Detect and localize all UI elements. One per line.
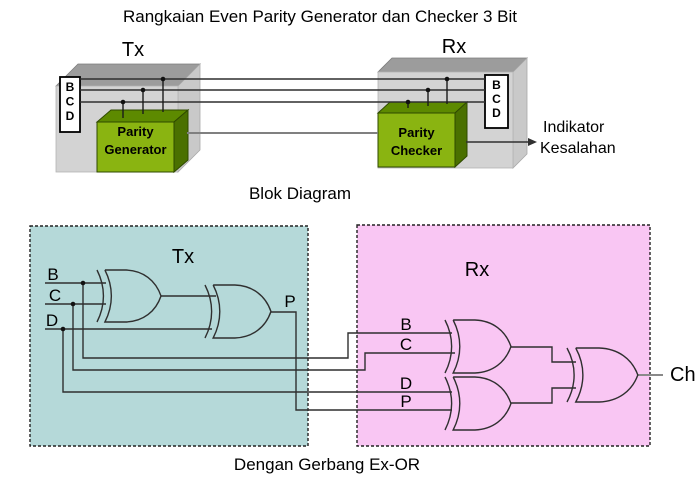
error-arrow-head <box>528 138 537 146</box>
rx-block-label: Rx <box>442 36 466 58</box>
bus-lines <box>80 78 485 103</box>
tx-input-b-label: B <box>47 265 58 284</box>
parity-generator-front-face <box>96 121 175 173</box>
wire-p-to-rx <box>271 311 452 411</box>
junction-dot <box>140 87 146 93</box>
rx-wires <box>511 346 576 404</box>
parity-checker-box: Parity Checker <box>376 100 469 169</box>
tx-tap-dots <box>120 76 166 105</box>
rx-bcd-letter-c: C <box>492 92 501 106</box>
parity-checker-top-face <box>376 101 469 114</box>
parity-generator-label-1: Parity <box>117 124 154 139</box>
parity-checker-side-face <box>454 100 468 169</box>
rx-panel-label: Rx <box>465 259 489 281</box>
wire-xorB-to-xorC <box>511 387 576 404</box>
junction-dot <box>425 87 431 93</box>
tx-output-p-label: P <box>284 292 295 311</box>
block-diagram: Tx Rx Parity Generator Parity <box>55 36 616 203</box>
tx-bus-taps <box>122 79 164 118</box>
junction-dot <box>70 301 76 307</box>
wire-d-to-rx <box>62 329 452 393</box>
parity-generator-box: Parity Generator <box>95 108 190 174</box>
rx-tap-dots <box>405 76 450 105</box>
rx-bcd-letter-b: B <box>492 78 501 92</box>
tx-bcd-letter-d: D <box>66 109 75 123</box>
block-diagram-caption: Blok Diagram <box>249 184 351 203</box>
parity-checker-label-2: Checker <box>391 143 442 158</box>
tx-bcd-letter-b: B <box>66 80 75 94</box>
parity-generator-label-2: Generator <box>104 142 166 157</box>
gate-diagram: Tx Rx B C D P <box>29 224 696 474</box>
rx-bcd-letter-d: D <box>492 106 501 120</box>
error-indicator-label-2: Kesalahan <box>540 140 616 157</box>
tx-input-d-label: D <box>46 311 58 330</box>
tx-bcd-rect <box>59 76 81 133</box>
tx-panel-label: Tx <box>172 246 194 268</box>
tx-wires <box>45 282 455 411</box>
rx-input-d-label: D <box>400 374 412 393</box>
tx-bcd-letter-c: C <box>66 95 75 109</box>
rx-input-c-label: C <box>400 335 412 354</box>
parity-checker-label-1: Parity <box>398 125 435 140</box>
junction-dot <box>60 326 66 332</box>
tx-input-c-label: C <box>49 286 61 305</box>
rx-block-side-face <box>512 57 528 169</box>
gate-diagram-caption: Dengan Gerbang Ex-OR <box>234 455 420 474</box>
rx-input-b-label: B <box>400 315 411 334</box>
error-indicator-label-1: Indikator <box>543 119 605 136</box>
tx-block-label: Tx <box>122 39 144 61</box>
wire-c-to-rx <box>72 304 455 371</box>
wire-xorA-to-xorC <box>511 346 576 363</box>
wire-b-to-rx <box>82 283 452 359</box>
junction-dot <box>160 76 166 82</box>
parity-checker-front-face <box>377 112 456 168</box>
junction-dot <box>80 280 86 286</box>
junction-dot <box>444 76 450 82</box>
tx-bcd-box: B C D <box>59 76 81 133</box>
rx-block-top-face <box>377 57 528 73</box>
junction-dot <box>120 99 126 105</box>
junction-dot <box>405 99 411 105</box>
page-title: Rangkaian Even Parity Generator dan Chec… <box>123 7 517 26</box>
rx-input-p-label: P <box>400 392 411 411</box>
error-indicator: Indikator Kesalahan <box>466 119 616 157</box>
rx-bcd-box: B C D <box>484 74 509 129</box>
rx-panel <box>356 224 651 447</box>
tx-panel <box>29 225 309 447</box>
tx-wire-dots <box>60 280 86 332</box>
rx-output-ch-label: Ch <box>670 364 696 386</box>
